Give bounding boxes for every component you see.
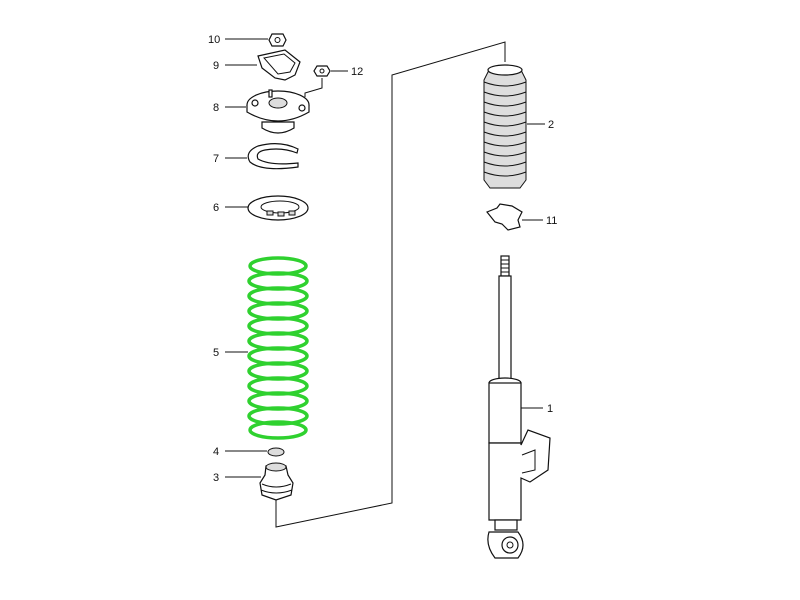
part-8-strut-mount[interactable] bbox=[246, 89, 310, 134]
callout-3: 3 bbox=[213, 472, 219, 484]
callout-10: 10 bbox=[208, 34, 220, 46]
part-12-nut[interactable] bbox=[313, 65, 331, 77]
callout-1: 1 bbox=[547, 403, 553, 415]
part-7-retaining-ring[interactable] bbox=[247, 143, 299, 170]
callout-6: 6 bbox=[213, 202, 219, 214]
callout-2: 2 bbox=[548, 119, 554, 131]
leader-12-to-8 bbox=[304, 78, 323, 97]
callout-8: 8 bbox=[213, 102, 219, 114]
part-10-nut[interactable] bbox=[268, 33, 287, 47]
part-1-shock-absorber[interactable] bbox=[487, 255, 551, 559]
part-3-bump-stop[interactable] bbox=[259, 462, 294, 501]
part-6-spring-seat[interactable] bbox=[247, 195, 309, 221]
assembly-line bbox=[275, 41, 506, 528]
callout-5: 5 bbox=[213, 347, 219, 359]
callout-4: 4 bbox=[213, 446, 219, 458]
part-2-dust-boot[interactable] bbox=[483, 64, 527, 189]
callout-12: 12 bbox=[351, 66, 363, 78]
part-5-coil-spring[interactable] bbox=[247, 256, 309, 440]
callout-11: 11 bbox=[546, 215, 557, 227]
part-4-washer[interactable] bbox=[267, 447, 285, 457]
part-11-clip[interactable] bbox=[486, 203, 523, 231]
part-9-cap[interactable] bbox=[257, 49, 301, 81]
callout-7: 7 bbox=[213, 153, 219, 165]
callout-9: 9 bbox=[213, 60, 219, 72]
